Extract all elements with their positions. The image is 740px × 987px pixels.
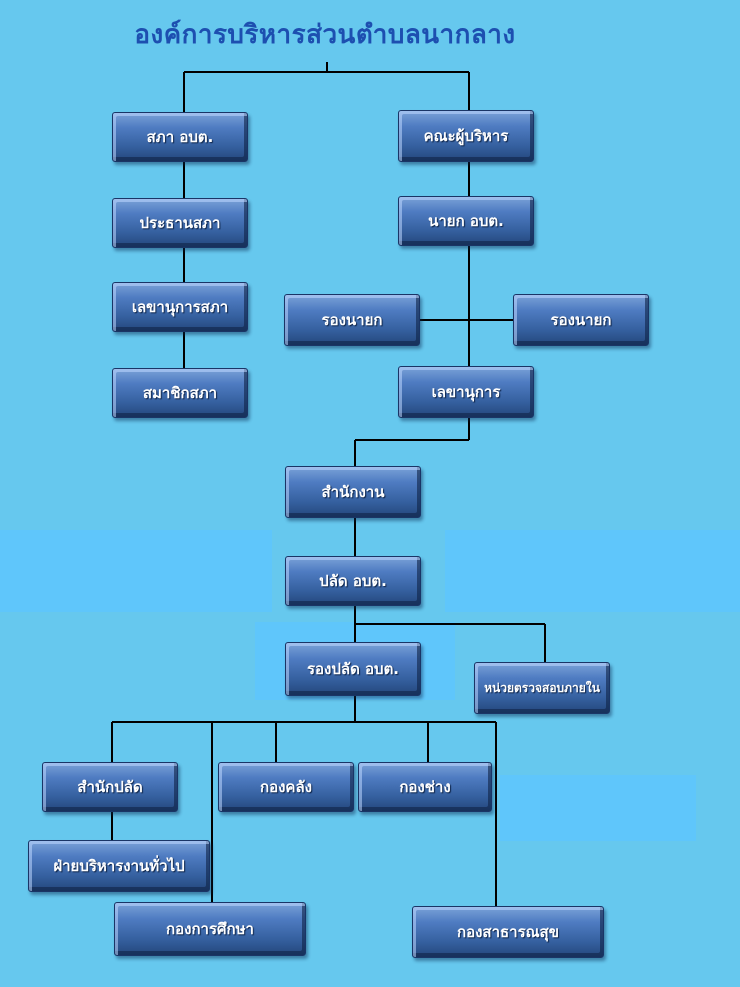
node-education-division: กองการศึกษา — [114, 902, 306, 956]
node-finance-division: กองคลัง — [218, 762, 354, 812]
node-council-secretary: เลขานุการสภา — [112, 282, 248, 332]
node-office: สำนักงาน — [285, 466, 421, 518]
node-deputy-mayor-right: รองนายก — [513, 294, 649, 346]
node-chief-administrator: ปลัด อบต. — [285, 556, 421, 606]
node-mayor: นายก อบต. — [398, 196, 534, 246]
node-secretary: เลขานุการ — [398, 366, 534, 418]
node-council-members: สมาชิกสภา — [112, 368, 248, 418]
node-public-health-division: กองสาธารณสุข — [412, 906, 604, 958]
node-internal-audit: หน่วยตรวจสอบภายใน — [474, 662, 610, 714]
background-patch — [0, 530, 272, 612]
node-general-admin: ฝ่ายบริหารงานทั่วไป — [28, 840, 210, 892]
background-patch — [500, 775, 696, 841]
node-chief-office: สำนักปลัด — [42, 762, 178, 812]
node-council-president: ประธานสภา — [112, 198, 248, 248]
node-deputy-mayor-left: รองนายก — [284, 294, 420, 346]
node-executive: คณะผู้บริหาร — [398, 110, 534, 162]
background-patch — [445, 530, 740, 612]
node-council: สภา อบต. — [112, 112, 248, 162]
node-engineering-division: กองช่าง — [358, 762, 492, 812]
chart-title: องค์การบริหารส่วนตำบลนากลาง — [134, 20, 516, 50]
node-deputy-chief-administrator: รองปลัด อบต. — [285, 642, 421, 696]
